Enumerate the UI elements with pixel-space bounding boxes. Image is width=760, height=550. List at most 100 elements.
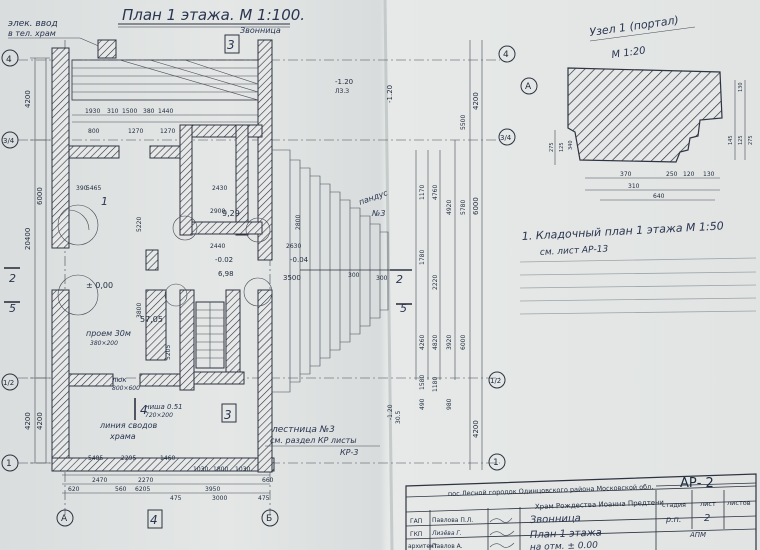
- slope-mark-1: 30.5: [395, 410, 402, 424]
- ramp-label: пандус: [358, 188, 390, 207]
- dim-bottom-12: 3000: [212, 495, 227, 502]
- area-2: 9,29: [222, 209, 240, 218]
- dim-bottom-15: 660: [262, 477, 274, 484]
- dim-right-3: 4920: [446, 200, 453, 215]
- dim-right-1: 4760: [432, 185, 439, 200]
- zero-level: ± 0,00: [86, 281, 113, 290]
- signature-mark-1: [489, 530, 515, 536]
- cable-note-line1: элек. ввод: [8, 19, 58, 29]
- stamp-stage: р.п.: [665, 515, 681, 524]
- stair-note-line3: КР-3: [340, 448, 358, 457]
- detail-side-2: 145: [728, 135, 734, 145]
- note-ruling: [519, 257, 757, 315]
- sheet-ref-top: ЛЗ.З: [335, 88, 349, 95]
- detail-dim-3: 130: [703, 171, 715, 178]
- dim-right-2: 5500: [460, 115, 467, 130]
- axis-label-1: 1: [6, 459, 12, 469]
- stamp-name-1: Лизёва Г.: [431, 530, 462, 537]
- section-mark-5-right: 5: [400, 302, 407, 315]
- line-label-1: линия сводов: [99, 421, 158, 430]
- stamp-project: Храм Рождества Иоанна Предтечи: [535, 499, 664, 511]
- dim-inner-5: 3800: [136, 303, 143, 318]
- area-1: 57,05: [140, 315, 163, 324]
- dim-right-7: 4260: [419, 335, 426, 350]
- portal-detail: [554, 67, 746, 201]
- niche-label: ниша 0.51: [145, 403, 183, 411]
- section-mark-4-bottom: 4: [150, 513, 158, 527]
- slope-mark-0: -1.20: [387, 404, 394, 420]
- dim-right-4: 5780: [460, 200, 467, 215]
- dim-bottom-9: 6205: [135, 486, 150, 493]
- stamp-role-1: ГКП: [410, 531, 422, 538]
- dim-row2-1: 1270: [128, 128, 143, 135]
- stamp-name-0: Павлова П.Л.: [432, 517, 473, 524]
- dim-right-0: 4200: [472, 92, 480, 110]
- stamp-object: Звонница: [530, 513, 581, 526]
- dim-bottom-0: 5485: [88, 455, 103, 462]
- porch-lines: [71, 59, 259, 101]
- signature-mark-0: [489, 517, 513, 523]
- axis-label-4: 4: [6, 55, 12, 65]
- dim-row2-2: 1270: [160, 128, 175, 135]
- dim-bottom-6: 2295: [121, 455, 136, 462]
- ramp-number: №3: [371, 209, 385, 218]
- dim-inner-6: 5205: [165, 345, 172, 360]
- opening-size: 380×200: [90, 340, 118, 347]
- dim-mid-3: 300: [348, 272, 360, 279]
- dim-right-6: 4200: [472, 420, 480, 438]
- cable-note-line2: в тел. храм: [8, 29, 56, 38]
- dim-right-9: 3920: [446, 335, 453, 350]
- walls: [51, 39, 275, 473]
- axis-label-b: Б: [266, 514, 272, 524]
- hatch-size: 800×600: [112, 385, 140, 392]
- stamp-role-2: архитект: [408, 543, 438, 550]
- detail-side-0: 130: [738, 82, 744, 92]
- section-mark-3-bottom: 3: [224, 408, 232, 422]
- belfry-label: Звонница: [240, 26, 281, 35]
- stamp-drawing-line2: на отм. ± 0.00: [530, 541, 599, 550]
- stepped-ramp: [272, 149, 395, 393]
- dim-row2-0: 800: [88, 128, 100, 135]
- stamp-col-sheet: лист: [700, 500, 716, 508]
- detail-dim-4: 310: [628, 183, 640, 190]
- inner-stair: [195, 301, 225, 369]
- axis-label-right-3-4: 3/4: [500, 134, 512, 142]
- dim-left-3: 4200: [36, 412, 44, 430]
- stair-note-line1: лестница №3: [271, 425, 335, 435]
- stamp-sheet-code: АР- 2: [680, 476, 714, 491]
- dim-mid-4: 2630: [286, 243, 301, 250]
- dim-top-1: 310: [107, 108, 119, 115]
- dim-top-0: 1930: [85, 108, 100, 115]
- dim-top-4: 1440: [158, 108, 173, 115]
- stamp-role-0: ГАП: [410, 518, 422, 525]
- dim-top-2: 1500: [122, 108, 137, 115]
- level-side: -1.20: [386, 85, 394, 103]
- axis-label-right-1-2: 1/2: [490, 377, 501, 385]
- dim-right-18: 980: [446, 398, 453, 410]
- dim-right-16: 1170: [419, 185, 426, 200]
- detail-side-6: 340: [568, 140, 574, 150]
- stair-note-line2: см. раздел КР листы: [270, 436, 357, 445]
- stamp-drawing-line1: План 1 этажа: [530, 527, 602, 541]
- hatch-label: люк: [111, 376, 127, 384]
- dim-inner-1: 390: [76, 185, 88, 192]
- level-top: -1.20: [335, 78, 353, 86]
- dim-bottom-14: 620: [68, 486, 80, 493]
- note-line-2: см. лист АР-13: [540, 244, 609, 258]
- dim-bottom-4: 1800: [213, 466, 228, 473]
- dim-right-12: 1180: [432, 377, 439, 392]
- axis-label-right-4: 4: [503, 50, 509, 60]
- dim-left-0: 4200: [24, 90, 32, 108]
- dim-right-17: 490: [419, 398, 426, 410]
- dim-bottom-1: 2470: [92, 477, 107, 484]
- stamp-firm: АПМ: [689, 531, 706, 539]
- dim-right-14: 2800: [295, 215, 302, 230]
- detail-side-1: 125: [738, 135, 744, 145]
- dim-left-4: 4200: [24, 412, 32, 430]
- section-mark-2-right: 2: [396, 273, 403, 286]
- dim-mid-0: 2900: [210, 208, 225, 215]
- dim-right-5: 6000: [472, 197, 480, 215]
- dim-mid-2: 300: [376, 275, 388, 282]
- signature-mark-2: [489, 542, 515, 548]
